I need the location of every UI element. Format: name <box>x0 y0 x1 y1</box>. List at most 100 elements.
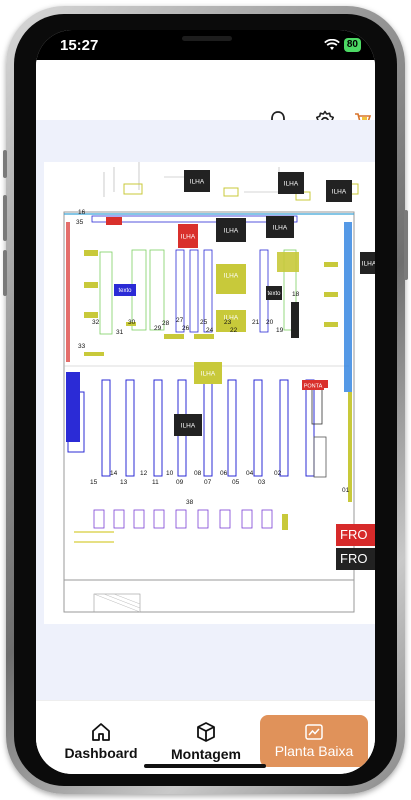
checkout-counter <box>241 509 253 529</box>
aisle-rack <box>125 379 135 477</box>
aisle-number: 16 <box>78 209 86 216</box>
aisle-number: 31 <box>116 329 124 336</box>
aisle-number: 35 <box>76 219 84 226</box>
checkout-counter <box>261 509 273 529</box>
aisle-rack <box>305 379 315 477</box>
aisle-number: 08 <box>194 470 202 477</box>
aisle-number: 15 <box>90 479 98 486</box>
island-label: ILHA <box>224 273 239 280</box>
speaker <box>182 36 232 41</box>
island-label: ILHA <box>224 315 239 322</box>
aisle-number: 23 <box>224 319 232 326</box>
nav-planta-baixa[interactable]: Planta Baixa <box>260 715 368 767</box>
aisle-number: 26 <box>182 325 190 332</box>
aisle-number: 20 <box>266 319 274 326</box>
nav-dashboard-label: Dashboard <box>64 744 138 761</box>
aisle-rack <box>101 379 111 477</box>
aisle-number: 22 <box>230 327 238 334</box>
checkout-counter <box>197 509 209 529</box>
ponta-block <box>302 380 324 390</box>
aisle-number: 01 <box>342 487 350 494</box>
notch <box>112 30 302 58</box>
aisle-number: 18 <box>292 291 300 298</box>
island-label: ILHA <box>273 225 288 232</box>
checkout-counter <box>219 509 231 529</box>
island-block <box>216 218 246 242</box>
aisle-number: 07 <box>204 479 212 486</box>
nav-planta-label: Planta Baixa <box>274 742 354 759</box>
nav-montagem[interactable]: Montagem <box>164 715 248 767</box>
island-block <box>278 172 304 194</box>
text-box <box>114 284 136 296</box>
island-block <box>360 252 375 274</box>
checkout-counter <box>93 509 105 529</box>
aisle-number: 06 <box>220 470 228 477</box>
aisle-number: 14 <box>110 470 118 477</box>
aisle-number: 10 <box>166 470 174 477</box>
aisle-number: 32 <box>92 319 100 326</box>
status-bar: 15:27 80 <box>36 30 375 60</box>
ponta-label: PONTA <box>304 384 323 390</box>
aisle-number: 28 <box>162 320 170 327</box>
aisle-rack <box>203 379 213 477</box>
status-icons: 80 <box>324 38 361 52</box>
island-block <box>326 180 352 202</box>
aisle-rack <box>227 379 237 477</box>
floor-plan-area: ILHA ILHA ILHA ILHA ILHA ILHA ILHA ILHA ILHA ILHA… <box>36 120 375 700</box>
home-icon <box>92 722 110 741</box>
aisle-number: 29 <box>154 325 162 332</box>
aisle-number: 38 <box>186 499 194 506</box>
phone-screen: 15:27 80 <box>36 30 375 774</box>
aisle-number: 11 <box>152 479 159 486</box>
checkout-counter <box>113 509 125 529</box>
side-button <box>3 250 7 296</box>
island-block <box>194 362 222 384</box>
status-time: 15:27 <box>60 37 99 54</box>
island-block <box>216 312 246 322</box>
checkout-counter <box>133 509 145 529</box>
aisle-number: 03 <box>258 479 266 486</box>
front-block <box>336 548 375 570</box>
text-box-label: texto <box>267 291 281 297</box>
aisle-number: 02 <box>274 470 282 477</box>
aisle-number: 19 <box>276 327 284 334</box>
island-block <box>174 414 202 436</box>
aisle-number: 04 <box>246 470 254 477</box>
text-box <box>266 286 282 300</box>
island-block <box>184 170 210 192</box>
aisle-number: 12 <box>140 470 148 477</box>
aisle-number: 05 <box>232 479 240 486</box>
battery-indicator: 80 <box>343 38 361 52</box>
text-box-label: texto <box>118 288 132 294</box>
island-block <box>178 224 198 248</box>
island-label: ILHA <box>224 228 239 235</box>
front-block <box>336 524 375 546</box>
nav-montagem-label: Montagem <box>171 745 241 762</box>
aisle-number: 27 <box>176 317 184 324</box>
checkout-counter <box>153 509 165 529</box>
island-label: ILHA <box>284 181 299 188</box>
aisle-number: 21 <box>252 319 260 326</box>
island-block <box>216 270 246 280</box>
island-label: ILHA <box>181 234 196 241</box>
island-block <box>266 216 294 238</box>
aisle-rack <box>153 379 163 477</box>
front-label: FRO <box>340 527 367 542</box>
aisle-number: 25 <box>200 319 208 326</box>
chart-icon <box>305 723 323 740</box>
aisle-rack <box>279 379 289 477</box>
checkout-counter <box>175 509 187 529</box>
island-label: ILHA <box>190 179 205 186</box>
box-icon <box>197 721 215 742</box>
island-label: ILHA <box>332 189 347 196</box>
island-label: ILHA <box>181 423 196 430</box>
floor-plan-image[interactable]: ILHA ILHA ILHA ILHA ILHA ILHA ILHA ILHA ILHA ILHA… <box>44 162 375 624</box>
aisle-rack <box>253 379 263 477</box>
aisle-number: 09 <box>176 479 184 486</box>
bottom-navigation: Dashboard Montagem Planta Baixa <box>36 700 375 774</box>
side-button <box>404 210 408 280</box>
aisle-number: 13 <box>120 479 128 486</box>
nav-dashboard[interactable]: Dashboard <box>58 715 144 767</box>
island-label: ILHA <box>362 261 375 268</box>
aisle-number: 30 <box>128 319 136 326</box>
